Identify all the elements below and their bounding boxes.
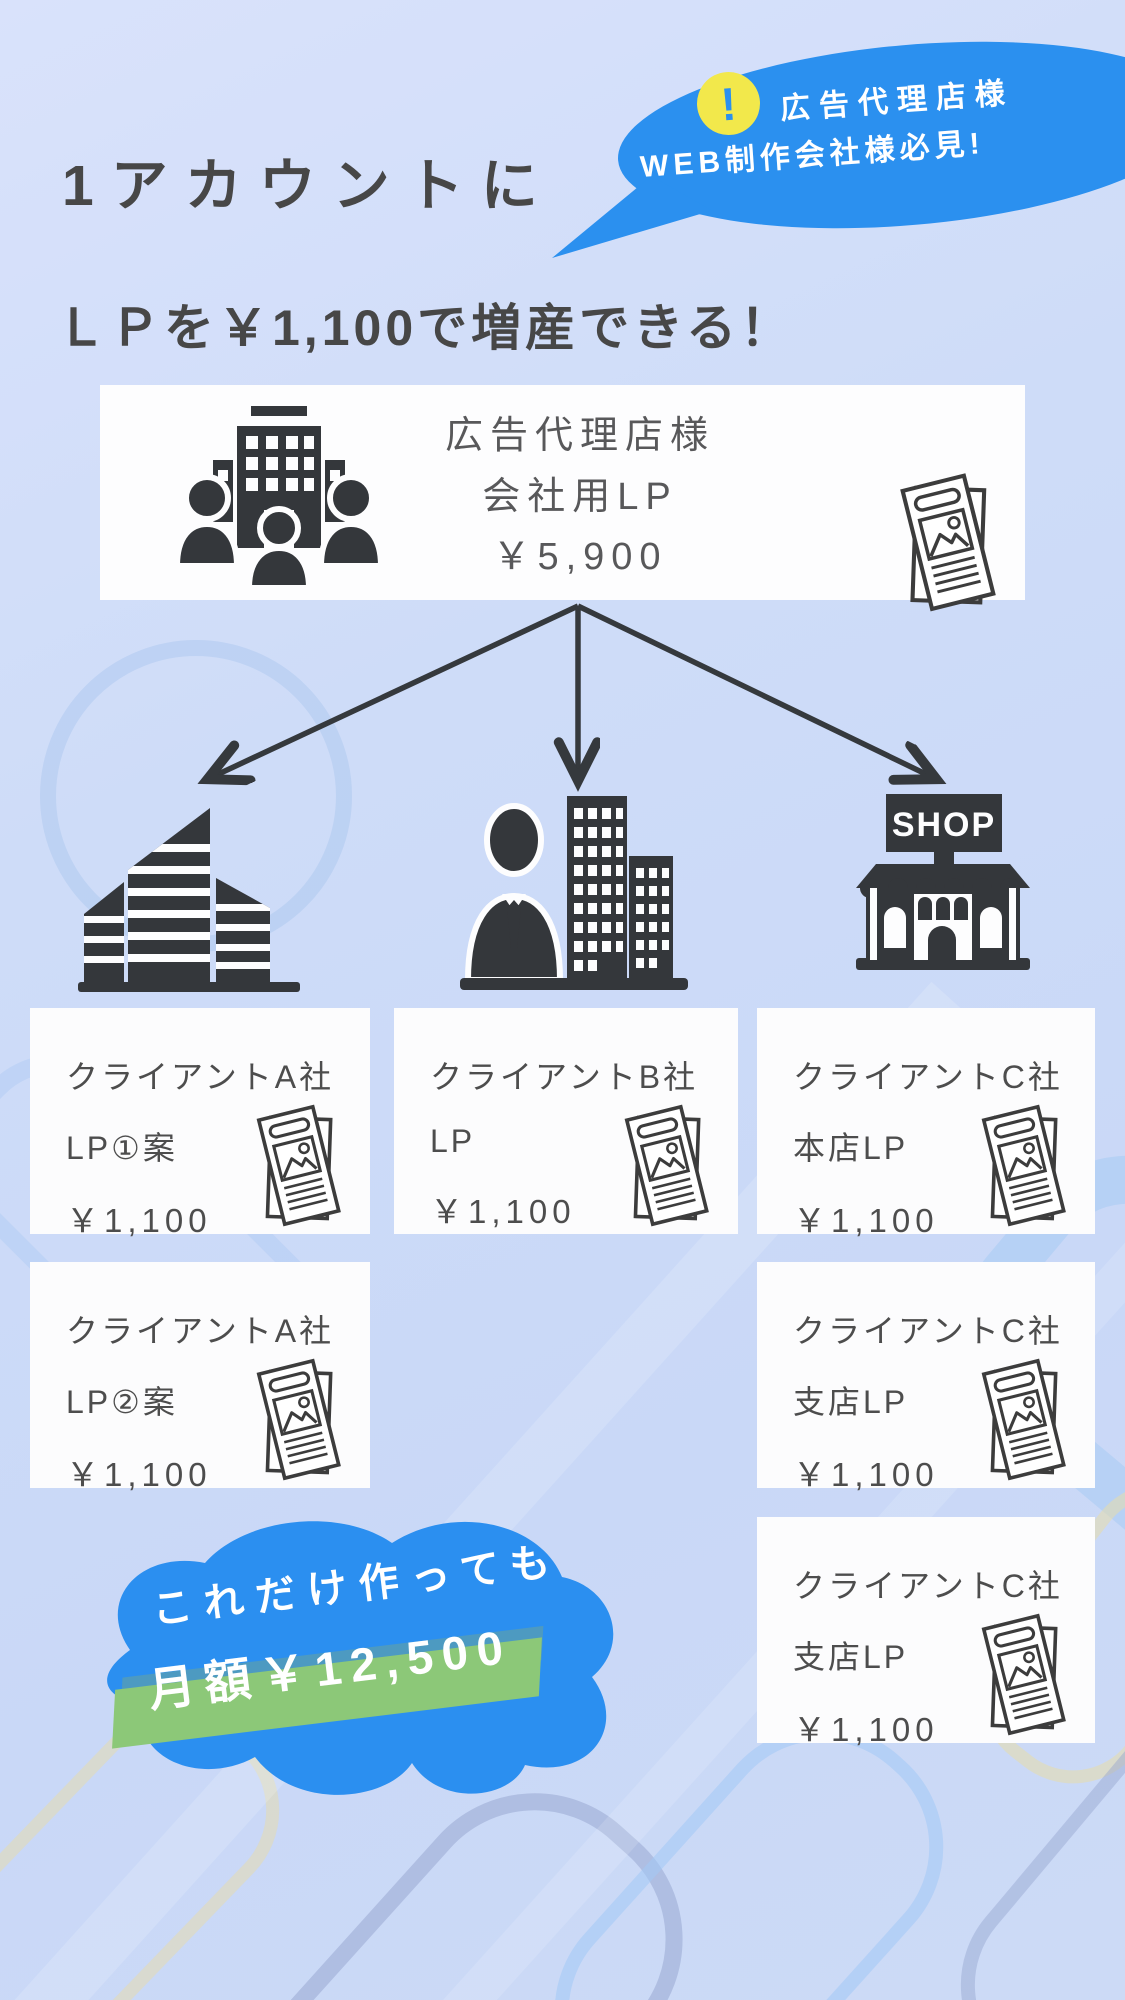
card-plan: 支店LP [793, 1639, 909, 1675]
client-card-b: クライアントB社 LP ￥1,100 [394, 1008, 738, 1234]
headline-line2: ＬＰを￥1,100で増産できる！ [56, 300, 795, 356]
agency-lp-label: 会社用LP [482, 475, 678, 518]
flyer-icon [240, 1100, 354, 1234]
card-plan: 支店LP [793, 1384, 909, 1420]
card-company: クライアントA社 [66, 1313, 335, 1349]
card-price: ￥1,100 [430, 1193, 576, 1230]
shop-icon: SHOP [856, 794, 1030, 970]
client-card-a1: クライアントA社 LP①案 ￥1,100 [30, 1008, 370, 1239]
card-price: ￥1,100 [793, 1711, 939, 1748]
shop-sign-label: SHOP [892, 806, 996, 844]
distribution-arrows [0, 603, 1125, 798]
card-company: クライアントB社 [430, 1059, 699, 1095]
flyer-icon [240, 1354, 354, 1488]
card-company: クライアントA社 [66, 1059, 335, 1095]
agency-box-text: 広告代理店様 会社用LP ￥5,900 [340, 392, 820, 592]
client-card-a2: クライアントA社 LP②案 ￥1,100 [30, 1262, 370, 1493]
office-buildings-icon [78, 808, 300, 992]
agency-price: ￥5,900 [492, 536, 668, 578]
client-card-c-branch1: クライアントC社 支店LP ￥1,100 [757, 1262, 1095, 1493]
card-plan: LP①案 [66, 1130, 178, 1166]
flyer-icon [965, 1609, 1079, 1743]
client-card-c-branch2: クライアントC社 支店LP ￥1,100 [757, 1517, 1095, 1748]
agency-name: 広告代理店様 [444, 415, 715, 457]
businessman-building-icon [460, 796, 688, 990]
client-card-c-main: クライアントC社 本店LP ￥1,100 [757, 1008, 1095, 1239]
card-plan: 本店LP [793, 1130, 909, 1166]
card-plan: LP②案 [66, 1384, 178, 1420]
card-company: クライアントC社 [793, 1059, 1063, 1095]
card-company: クライアントC社 [793, 1313, 1063, 1349]
card-price: ￥1,100 [793, 1456, 939, 1493]
card-price: ￥1,100 [66, 1456, 212, 1493]
card-price: ￥1,100 [793, 1202, 939, 1239]
office-team-icon [173, 406, 385, 588]
flyer-icon [608, 1100, 722, 1234]
card-company: クライアントC社 [793, 1568, 1063, 1604]
exclamation-glyph: ! [719, 77, 738, 130]
flyer-icon [965, 1100, 1079, 1234]
card-plan: LP [430, 1123, 476, 1159]
card-price: ￥1,100 [66, 1202, 212, 1239]
flyer-icon [965, 1354, 1079, 1488]
headline-line1: 1アカウントに [62, 154, 555, 218]
